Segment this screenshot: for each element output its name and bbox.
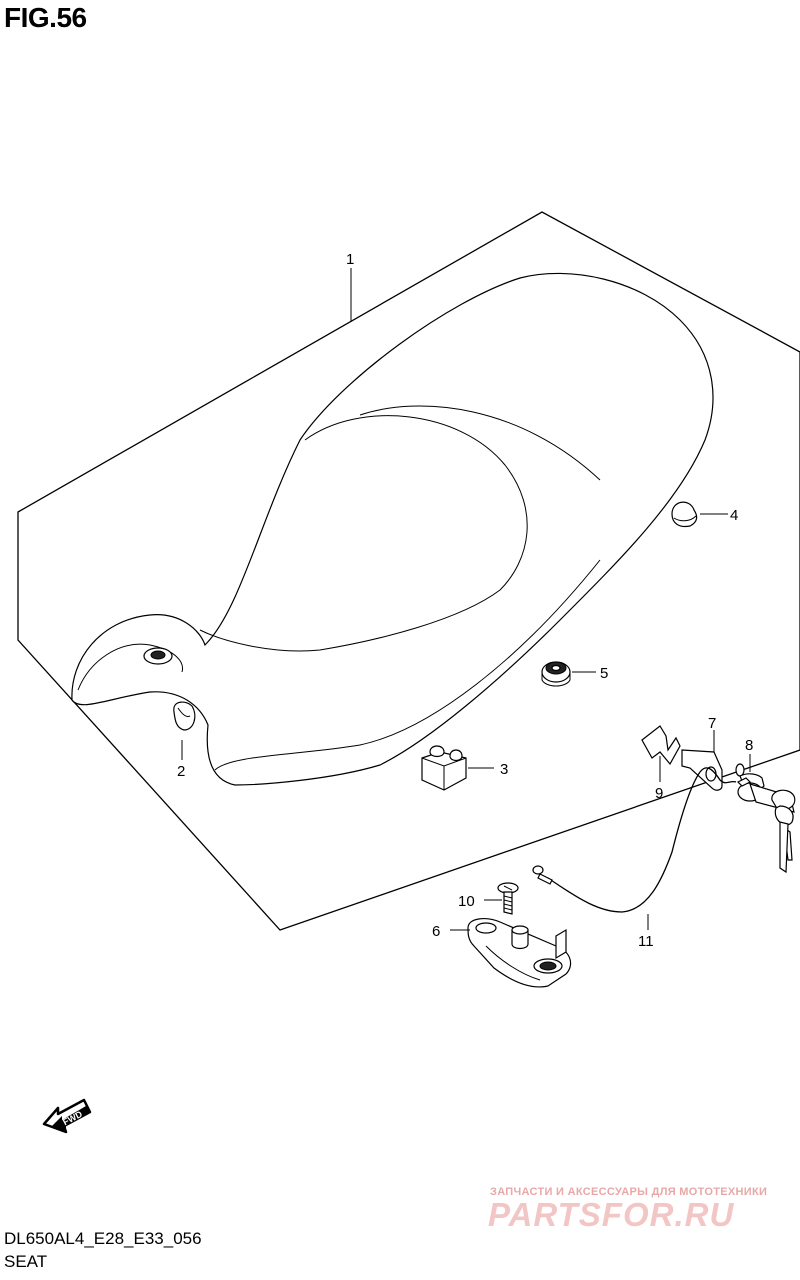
callout-10: 10 [458, 893, 475, 910]
watermark-logo: PARTSFOR.RU [488, 1196, 735, 1233]
callout-3: 3 [500, 761, 508, 778]
callout-8: 8 [745, 737, 753, 754]
callout-11: 11 [638, 933, 654, 950]
callout-2: 2 [177, 763, 185, 780]
figure-title: FIG.56 [4, 2, 87, 33]
cable-part-11[interactable] [532, 767, 752, 913]
seat-rubber-part-3[interactable] [421, 745, 467, 791]
watermark-tagline: ЗАПЧАСТИ И АКСЕССУАРЫ ДЛЯ МОТОТЕХНИКИ [490, 1186, 768, 1198]
seat-cap-part-4[interactable] [671, 501, 698, 528]
diagram-code: DL650AL4_E28_E33_056 [4, 1229, 202, 1248]
diagram-name: SEAT [4, 1252, 48, 1271]
callout-9: 9 [655, 785, 663, 802]
callout-1: 1 [346, 251, 354, 268]
assembly-boundary [17, 211, 800, 931]
callout-7: 7 [708, 715, 716, 732]
clip-part-9[interactable] [641, 725, 681, 766]
leader-lines [181, 268, 751, 931]
callout-4: 4 [730, 507, 738, 524]
seat-lock-part-6[interactable] [467, 918, 572, 988]
fwd-arrow-icon: FWD [42, 1098, 92, 1134]
seat-part-1[interactable] [71, 272, 714, 786]
seat-cushion-part-2[interactable] [173, 701, 196, 731]
callout-6: 6 [432, 923, 440, 940]
screw-part-10[interactable] [497, 882, 519, 915]
callout-5: 5 [600, 665, 608, 682]
grommet-part-5[interactable] [541, 661, 571, 687]
